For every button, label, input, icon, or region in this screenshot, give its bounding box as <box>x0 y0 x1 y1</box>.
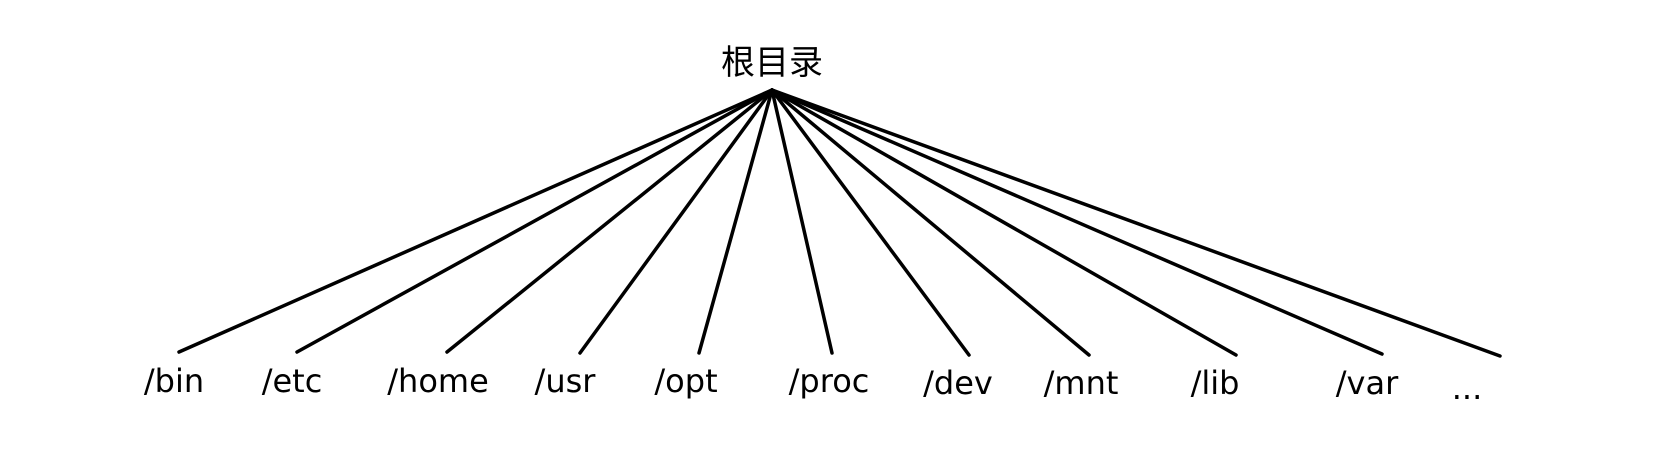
dir-proc-label: /proc <box>788 362 870 400</box>
edge-root-to-usr <box>578 88 774 355</box>
dir-mnt-label: /mnt <box>1043 364 1119 402</box>
edge-root-to-more <box>770 88 1502 358</box>
edge-root-to-opt <box>697 88 774 355</box>
dir-lib-label: /lib <box>1190 364 1240 402</box>
edge-root-to-mnt <box>770 88 1091 357</box>
edge-root-to-home <box>445 88 774 354</box>
edge-root-to-var <box>770 88 1384 356</box>
root-directory-label: 根目录 <box>721 43 823 83</box>
dir-home-label: /home <box>387 362 489 400</box>
dir-var-label: /var <box>1335 364 1399 402</box>
edge-root-to-dev <box>770 88 971 357</box>
edge-root-to-lib <box>770 88 1238 357</box>
dir-bin-label: /bin <box>143 362 205 400</box>
edge-root-to-bin <box>177 88 774 354</box>
edge-root-to-etc <box>295 88 774 354</box>
dir-usr-label: /usr <box>534 362 596 400</box>
dir-dev-label: /dev <box>923 364 993 402</box>
more-directories-ellipsis: ... <box>1451 369 1483 407</box>
dir-opt-label: /opt <box>654 362 718 400</box>
dir-etc-label: /etc <box>261 362 323 400</box>
edge-root-to-proc <box>770 88 834 355</box>
